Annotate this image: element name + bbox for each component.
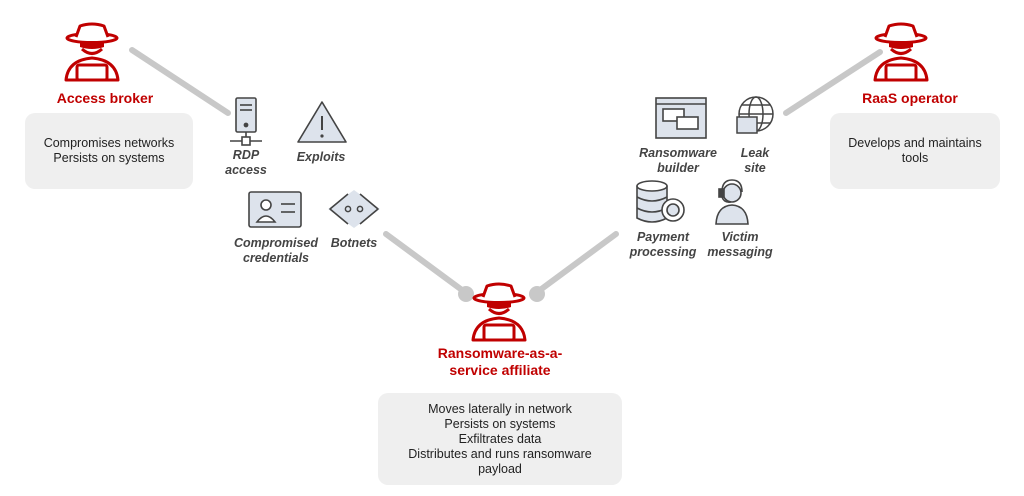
headset-icon [715, 179, 749, 225]
payment-processing-label: Payment processing [620, 230, 706, 260]
builder-label-line-2: builder [657, 161, 699, 175]
compromised-credentials-label: Compromised credentials [228, 236, 324, 266]
globe-icon [736, 96, 774, 134]
server-icon [230, 97, 262, 146]
id-card-icon [248, 191, 302, 228]
warning-icon [297, 101, 347, 143]
botnets-label: Botnets [322, 236, 386, 251]
access-broker-title: Access broker [56, 90, 154, 106]
rdp-label-line-2: access [225, 163, 267, 177]
access-broker-desc-line-2: Persists on systems [53, 151, 165, 165]
leak-label-line-2: site [744, 161, 766, 175]
credentials-label-line-1: Compromised [233, 236, 319, 250]
access-broker-desc-line-1: Compromises networks [43, 136, 175, 150]
victim-label-line-2: messaging [707, 245, 773, 259]
access-broker-description: Compromises networks Persists on systems [25, 113, 193, 189]
exploits-label-line-1: Exploits [296, 150, 346, 164]
affiliate-desc-line-5: payload [478, 461, 522, 476]
builder-label-line-1: Ransomware [639, 146, 717, 160]
connector-dot-left [458, 286, 474, 302]
leak-label-line-1: Leak [740, 146, 770, 160]
exploits-label: Exploits [288, 150, 354, 165]
affiliate-title: Ransomware-as-a- service affiliate [410, 345, 590, 379]
affiliate-hacker-icon [471, 282, 527, 342]
leak-site-label: Leak site [730, 146, 780, 176]
affiliate-desc-line-4: Distributes and runs ransomware [408, 446, 592, 461]
raas-operator-description: Develops and maintains tools [830, 113, 1000, 189]
botnets-label-line-1: Botnets [330, 236, 378, 250]
connector-botnets-affiliate [383, 231, 469, 296]
connector-affiliate-payment [533, 231, 619, 296]
rdp-access-label: RDP access [216, 148, 276, 178]
affiliate-desc-line-1: Moves laterally in network [428, 401, 572, 416]
raas-operator-desc-line-1: Develops and maintains [848, 136, 982, 150]
victim-label-line-1: Victim [721, 230, 759, 244]
payment-label-line-1: Payment [636, 230, 690, 244]
ransomware-builder-label: Ransomware builder [634, 146, 722, 176]
connector-broker-rdp [129, 47, 231, 116]
builder-window-icon [655, 97, 707, 139]
affiliate-title-line-2: service affiliate [449, 362, 551, 378]
payment-label-line-2: processing [629, 245, 697, 259]
victim-messaging-label: Victim messaging [700, 230, 780, 260]
affiliate-title-line-1: Ransomware-as-a- [437, 345, 563, 361]
connector-dot-right [529, 286, 545, 302]
database-icon [636, 180, 685, 223]
affiliate-desc-line-3: Exfiltrates data [458, 431, 542, 446]
raas-operator-title: RaaS operator [862, 90, 958, 106]
access-broker-hacker-icon [64, 22, 120, 82]
connector-lines [129, 47, 883, 302]
rdp-label-line-1: RDP [232, 148, 260, 162]
affiliate-description: Moves laterally in network Persists on s… [378, 393, 622, 485]
affiliate-desc-line-2: Persists on systems [444, 416, 556, 431]
code-icon [328, 190, 380, 228]
credentials-label-line-2: credentials [242, 251, 309, 265]
connector-leak-operator [783, 49, 883, 116]
raas-operator-desc-line-2: tools [901, 151, 929, 165]
